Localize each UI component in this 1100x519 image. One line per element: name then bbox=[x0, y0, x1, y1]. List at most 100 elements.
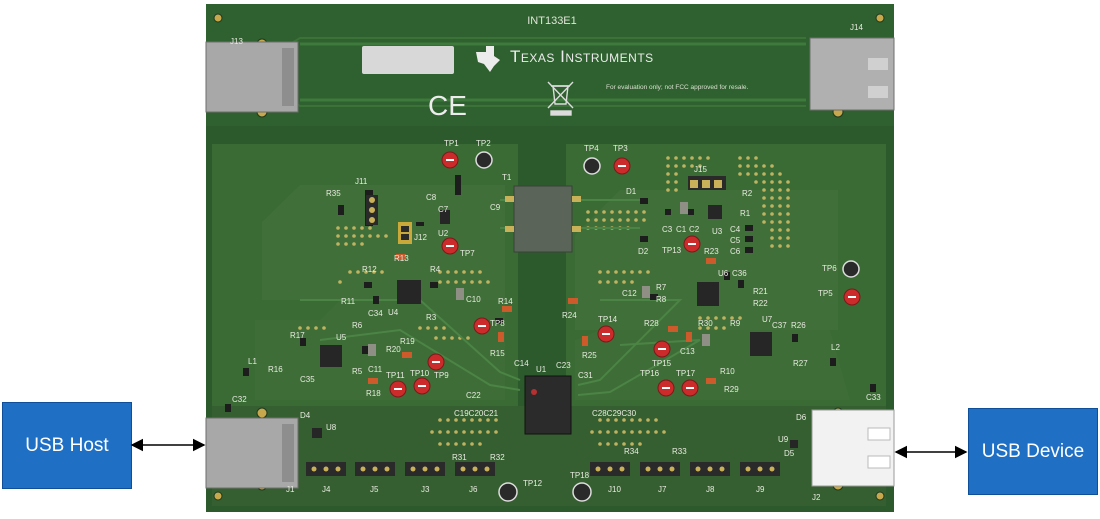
silk-label-r13: R13 bbox=[394, 254, 409, 263]
silk-label-l2: L2 bbox=[831, 343, 840, 352]
silk-label-r11: R11 bbox=[341, 297, 356, 306]
silk-label-c6: C6 bbox=[730, 247, 741, 256]
silk-label-d4: D4 bbox=[300, 411, 311, 420]
silk-label-c8: C8 bbox=[426, 193, 437, 202]
silk-label-tp7: TP7 bbox=[460, 249, 475, 258]
silk-label-r4: R4 bbox=[430, 265, 441, 274]
silk-label-c36: C36 bbox=[732, 269, 747, 278]
chip-u1 bbox=[524, 375, 572, 435]
silk-label-c34: C34 bbox=[368, 309, 383, 318]
silk-label-d5: D5 bbox=[784, 449, 795, 458]
silk-label-r34: R34 bbox=[624, 447, 639, 456]
silk-label-j9: J9 bbox=[756, 485, 765, 494]
usb-host-callout: USB Host bbox=[2, 402, 132, 489]
silk-label-tp11: TP11 bbox=[386, 371, 405, 380]
silk-label-u4: U4 bbox=[388, 308, 399, 317]
silk-label-r12: R12 bbox=[362, 265, 377, 274]
silk-label-bottom-caps-right: C28C29C30 bbox=[592, 409, 637, 418]
silk-label-r2: R2 bbox=[742, 189, 753, 198]
silk-label-u3: U3 bbox=[712, 227, 723, 236]
silk-label-c37: C37 bbox=[772, 321, 787, 330]
silk-label-c14: C14 bbox=[514, 359, 529, 368]
chip-u3 bbox=[708, 205, 722, 219]
silk-label-c22: C22 bbox=[466, 391, 481, 400]
silk-label-j12: J12 bbox=[414, 233, 427, 242]
silk-label-tp6: TP6 bbox=[822, 264, 837, 273]
silk-label-r14: R14 bbox=[498, 297, 513, 306]
silk-label-d1: D1 bbox=[626, 187, 637, 196]
silk-label-r5: R5 bbox=[352, 367, 363, 376]
silk-label-j15: J15 bbox=[694, 165, 707, 174]
silk-label-r23: R23 bbox=[704, 247, 719, 256]
silk-label-r26: R26 bbox=[791, 321, 806, 330]
silk-label-r16: R16 bbox=[268, 365, 283, 374]
silk-label-tp4: TP4 bbox=[584, 144, 599, 153]
board-title: INT133E1 bbox=[527, 15, 577, 27]
silk-label-r30: R30 bbox=[698, 319, 713, 328]
silk-label-tp10: TP10 bbox=[410, 369, 430, 378]
silk-label-r1: R1 bbox=[740, 209, 751, 218]
silk-label-c13: C13 bbox=[680, 347, 695, 356]
ce-mark: CE bbox=[428, 90, 467, 121]
connector-j13 bbox=[205, 41, 299, 113]
silk-label-u5: U5 bbox=[336, 333, 347, 342]
silk-label-t1: T1 bbox=[502, 173, 512, 182]
silk-label-tp15: TP15 bbox=[652, 359, 672, 368]
weee-bin-icon bbox=[547, 81, 574, 116]
silk-label-c31: C31 bbox=[578, 371, 593, 380]
silk-label-tp13: TP13 bbox=[662, 246, 682, 255]
silk-label-u7: U7 bbox=[762, 315, 773, 324]
silk-label-r22: R22 bbox=[753, 299, 768, 308]
chip-u2 bbox=[440, 210, 450, 224]
silk-label-c7: C7 bbox=[438, 205, 449, 214]
chip-u9 bbox=[790, 440, 798, 448]
silk-label-u8: U8 bbox=[326, 423, 337, 432]
silk-label-j13: J13 bbox=[230, 37, 243, 46]
silk-label-r28: R28 bbox=[644, 319, 659, 328]
silk-label-d2: D2 bbox=[638, 247, 649, 256]
silk-label-tp5: TP5 bbox=[818, 289, 833, 298]
silk-label-r27: R27 bbox=[793, 359, 808, 368]
silkscreen-blank-box bbox=[362, 46, 454, 74]
silk-label-u9: U9 bbox=[778, 435, 789, 444]
silk-label-j5: J5 bbox=[370, 485, 379, 494]
silk-label-u6: U6 bbox=[718, 269, 729, 278]
silk-label-tp17: TP17 bbox=[676, 369, 696, 378]
silk-label-j2: J2 bbox=[812, 493, 821, 502]
silk-label-r21: R21 bbox=[753, 287, 768, 296]
silk-label-c2: C2 bbox=[689, 225, 700, 234]
silk-label-c32: C32 bbox=[232, 395, 247, 404]
silk-label-c35: C35 bbox=[300, 375, 315, 384]
silk-label-u1: U1 bbox=[536, 365, 547, 374]
silk-label-tp3: TP3 bbox=[613, 144, 628, 153]
chip-u4 bbox=[397, 280, 421, 304]
ti-brand: Texas Instruments bbox=[510, 47, 654, 66]
silk-label-j8: J8 bbox=[706, 485, 715, 494]
silk-label-tp16: TP16 bbox=[640, 369, 660, 378]
silk-label-tp8: TP8 bbox=[490, 319, 505, 328]
silk-label-r31: R31 bbox=[452, 453, 467, 462]
silk-label-bottom-caps-left: C19C20C21 bbox=[454, 409, 499, 418]
silk-label-c11: C11 bbox=[368, 365, 383, 374]
chip-u6 bbox=[697, 282, 719, 306]
silk-label-j1: J1 bbox=[286, 485, 295, 494]
board-notice: For evaluation only; not FCC approved fo… bbox=[606, 84, 749, 91]
silk-label-r15: R15 bbox=[490, 349, 505, 358]
silk-label-c4: C4 bbox=[730, 225, 741, 234]
silk-label-c5: C5 bbox=[730, 236, 741, 245]
silk-label-c33: C33 bbox=[866, 393, 881, 402]
jumper-j11 bbox=[366, 195, 378, 225]
silk-label-j3: J3 bbox=[421, 485, 430, 494]
silk-label-r20: R20 bbox=[386, 345, 401, 354]
silk-label-c23: C23 bbox=[556, 361, 571, 370]
silk-label-j10: J10 bbox=[608, 485, 621, 494]
silk-label-r25: R25 bbox=[582, 351, 597, 360]
usb-host-label: USB Host bbox=[25, 434, 109, 456]
silk-label-r29: R29 bbox=[724, 385, 739, 394]
connector-j1 bbox=[205, 417, 299, 489]
usb-device-callout: USB Device bbox=[968, 408, 1098, 495]
silk-label-j14: J14 bbox=[850, 23, 863, 32]
silk-label-c3: C3 bbox=[662, 225, 673, 234]
silk-label-r8: R8 bbox=[656, 295, 667, 304]
silk-label-c12: C12 bbox=[622, 289, 637, 298]
